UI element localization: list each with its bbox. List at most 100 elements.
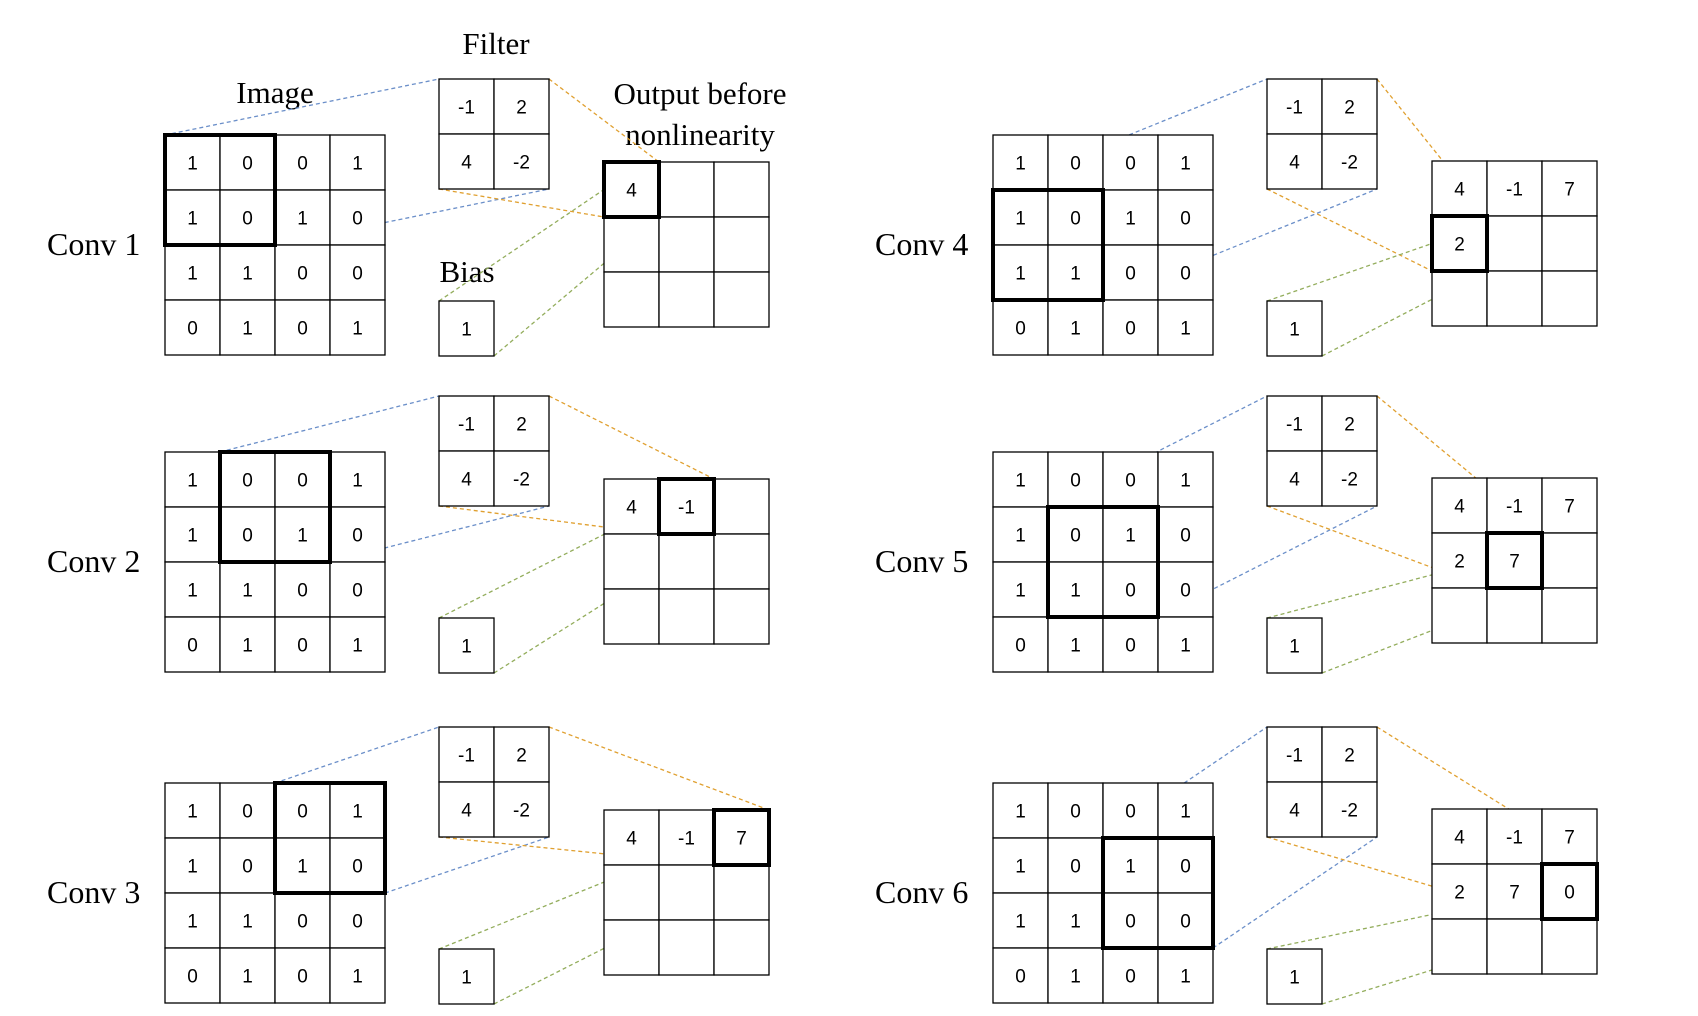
output-grid-value: -1 [1506,828,1523,849]
filter-grid-cell [438,133,495,190]
receptive-field-highlight [163,133,277,247]
filter-grid-cell [438,781,495,838]
receptive-field-highlight [991,188,1105,302]
image-grid-value: 0 [187,967,198,988]
output-grid-cell [1541,532,1598,589]
output-grid-value: 7 [1509,552,1520,573]
image-grid-value: 1 [352,319,363,340]
filter-grid-cell [1266,133,1323,190]
image-grid-value: 1 [297,857,308,878]
filter-grid-value: -1 [458,415,475,436]
output-grid-cell [658,478,715,535]
bias-cell [1266,617,1323,674]
image-grid-cell [219,616,276,673]
image-grid-value: 1 [242,264,253,285]
image-grid-cell [1102,837,1159,894]
image-grid-cell [1157,299,1214,356]
image-grid-cell [329,782,386,839]
receptive-field-highlight [1101,836,1215,950]
image-grid-cell [219,561,276,618]
image-grid-value: 0 [1070,802,1081,823]
image-grid-cell [219,947,276,1004]
image-grid-value: 0 [297,802,308,823]
filter-grid-cell [493,450,550,507]
image-grid-cell [1157,451,1214,508]
output-grid-value: 4 [1454,497,1465,518]
image-grid-value: 1 [187,209,198,230]
image-grid-value: 0 [297,967,308,988]
output-grid-value: 7 [1509,883,1520,904]
image-grid-cell [1047,947,1104,1004]
filter-grid-value: -2 [513,801,530,822]
image-grid-cell [219,506,276,563]
image-grid-value: 1 [1015,209,1026,230]
image-grid-value: 0 [1070,209,1081,230]
filter-grid-value: 4 [461,153,472,174]
image-grid-value: 0 [1125,471,1136,492]
output-grid-cell [713,271,770,328]
bias-value: 1 [1289,320,1300,341]
image-grid-cell [992,616,1049,673]
image-grid-cell [1157,837,1214,894]
image-grid-value: 0 [1180,857,1191,878]
image-grid-value: 1 [1125,209,1136,230]
output-grid-cell [1486,160,1543,217]
panel-label: Conv 5 [875,543,968,579]
image-grid-value: 0 [242,154,253,175]
output-grid-cell [713,161,770,218]
output-grid-cell [1541,918,1598,975]
image-grid-value: 1 [1180,319,1191,340]
image-grid-value: 0 [242,471,253,492]
filter-grid-cell [493,395,550,452]
image-grid-value: 1 [1125,526,1136,547]
image-grid-cell [992,244,1049,301]
image-grid-value: 0 [1125,264,1136,285]
image-grid-value: 0 [1070,471,1081,492]
image-grid-value: 0 [242,209,253,230]
output-grid-cell [603,161,660,218]
output-grid-cell [1431,918,1488,975]
image-grid-value: 1 [242,912,253,933]
bias-value: 1 [461,968,472,989]
image-grid-value: 1 [1070,581,1081,602]
filter-grid-cell [1266,781,1323,838]
filter-grid-value: 2 [516,98,527,119]
image-grid-value: 1 [187,802,198,823]
output-grid-cell [603,478,660,535]
image-grid-value: 1 [242,967,253,988]
image-grid-value: 1 [1015,526,1026,547]
output-grid-cell [1486,477,1543,534]
output-grid-value: 2 [1454,235,1465,256]
output-grid-cell [1486,215,1543,272]
image-grid-cell [329,134,386,191]
image-grid-value: 0 [1015,967,1026,988]
filter-grid-value: 4 [1289,153,1300,174]
filter-grid-cell [438,395,495,452]
image-grid-value: 1 [187,912,198,933]
image-grid-cell [1102,451,1159,508]
output-grid-cell [1431,532,1488,589]
bias-cell [438,300,495,357]
output-grid-value: -1 [1506,180,1523,201]
image-grid-value: 1 [1180,802,1191,823]
image-grid-value: 1 [1015,857,1026,878]
image-grid-value: 1 [1015,264,1026,285]
image-grid-value: 0 [297,264,308,285]
filter-grid-value: 4 [1289,801,1300,822]
output-grid-value: -1 [678,498,695,519]
image-grid-value: 0 [352,857,363,878]
image-grid-cell [329,244,386,301]
image-grid-cell [1157,616,1214,673]
image-grid-value: 1 [187,264,198,285]
output-grid-value: 4 [626,829,637,850]
output-grid-cell [658,216,715,273]
